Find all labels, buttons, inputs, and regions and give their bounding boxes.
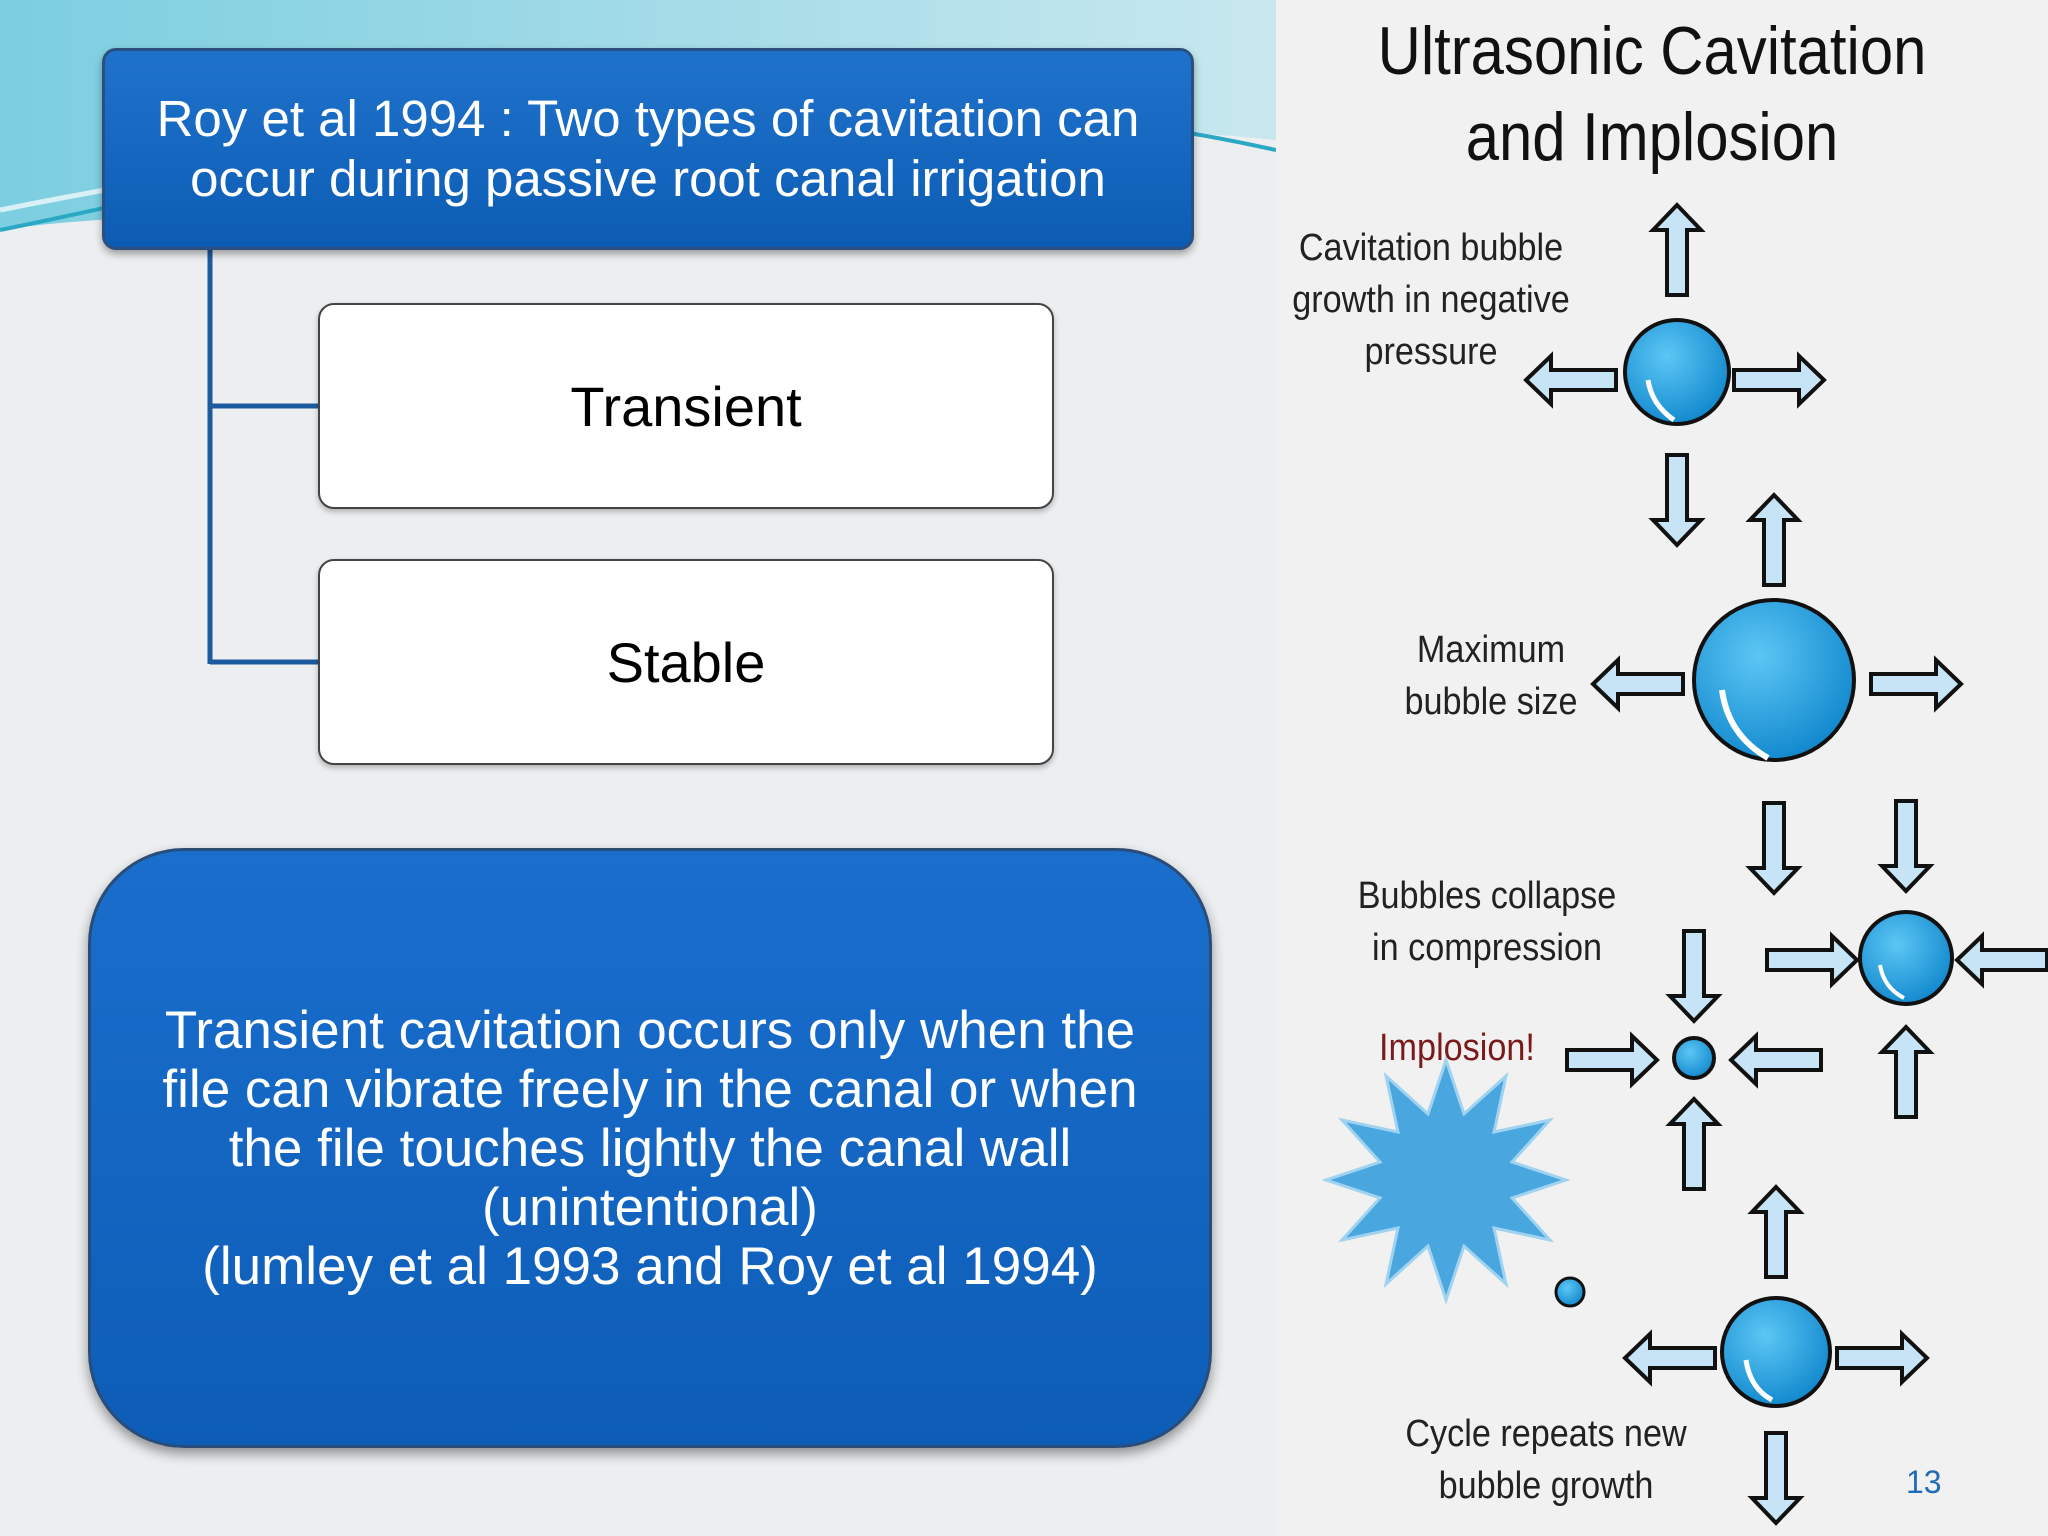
bubble-growth [1623, 318, 1731, 426]
arrow-right-icon [1565, 1034, 1659, 1086]
type-label: Stable [606, 630, 766, 694]
arrow-up-icon [1750, 1185, 1802, 1279]
bubble-collapse [1672, 1036, 1716, 1080]
arrow-left-icon [1955, 934, 2048, 986]
note-text: Transient cavitation occurs only when th… [162, 1000, 1138, 1296]
illustration-title: Ultrasonic Cavitation and Implosion [1377, 13, 1927, 175]
arrow-right-icon [1835, 1332, 1929, 1384]
bubble-maximum [1692, 598, 1856, 762]
type-box-transient: Transient [318, 303, 1054, 509]
arrow-down-icon [1880, 799, 1932, 893]
type-box-stable: Stable [318, 559, 1054, 765]
label-growth: Cavitation bubble growth in negative pre… [1292, 227, 1570, 373]
droplet-icon [1554, 1276, 1586, 1308]
page-number: 13 [1906, 1464, 1942, 1500]
arrow-left-icon [1591, 658, 1685, 710]
arrow-up-icon [1651, 203, 1703, 297]
header-text: Roy et al 1994 : Two types of cavitation… [156, 90, 1140, 207]
type-label: Transient [570, 374, 802, 438]
arrow-right-icon [1765, 934, 1859, 986]
arrow-up-icon [1880, 1025, 1932, 1119]
arrow-up-icon [1748, 493, 1800, 587]
arrow-up-icon [1668, 1097, 1720, 1191]
implosion-star-icon [1324, 1058, 1568, 1302]
arrow-right-icon [1869, 658, 1963, 710]
bubble-repeat [1720, 1296, 1832, 1408]
arrow-down-icon [1668, 929, 1720, 1023]
bubble-compression [1858, 910, 1954, 1006]
note-box: Transient cavitation occurs only when th… [88, 848, 1212, 1448]
arrow-down-icon [1748, 801, 1800, 895]
label-maximum: Maximum bubble size [1404, 629, 1578, 723]
arrow-down-icon [1750, 1431, 1802, 1525]
arrow-left-icon [1729, 1034, 1823, 1086]
arrow-left-icon [1623, 1332, 1717, 1384]
illustration-graphics [1324, 203, 2048, 1525]
header-box: Roy et al 1994 : Two types of cavitation… [102, 48, 1194, 250]
label-collapse: Bubbles collapse in compression [1357, 875, 1617, 969]
cavitation-illustration: Ultrasonic Cavitation and Implosion Cavi… [1276, 0, 2048, 1536]
tree-connector [207, 250, 318, 665]
label-repeat: Cycle repeats new bubble growth [1405, 1413, 1687, 1507]
label-implosion: Implosion! [1379, 1027, 1535, 1069]
arrow-right-icon [1732, 354, 1826, 406]
arrow-down-icon [1651, 453, 1703, 547]
